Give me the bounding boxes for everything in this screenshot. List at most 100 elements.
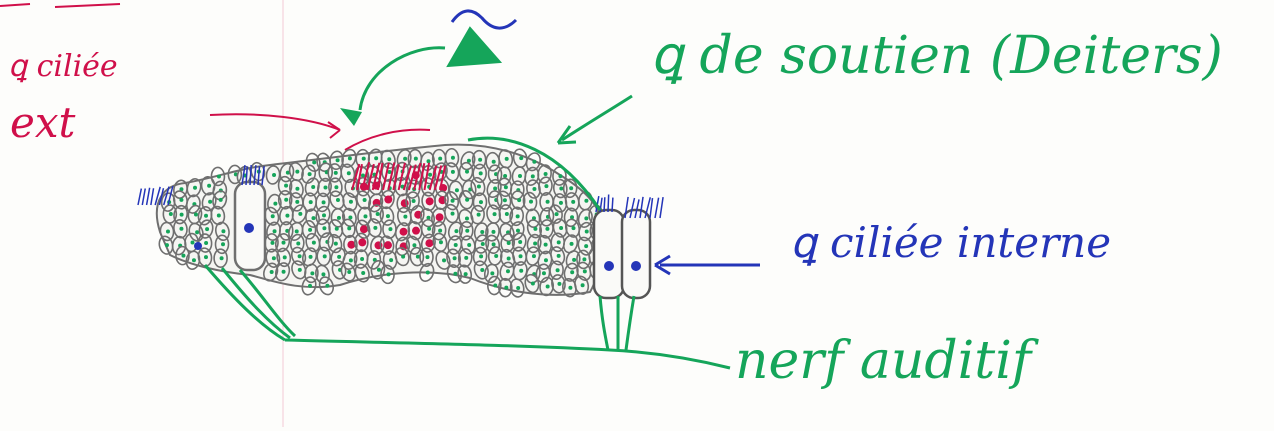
green-nucleus [412,243,416,247]
green-nucleus [428,173,432,177]
green-nucleus [349,200,353,204]
green-nucleus [546,200,550,204]
green-nucleus [334,242,338,246]
green-nucleus [273,229,277,233]
green-nucleus [544,258,548,262]
red-nucleus [384,241,392,249]
green-nucleus [504,286,508,290]
green-nucleus [559,226,563,230]
green-nucleus [584,216,588,220]
green-nucleus [544,172,548,176]
green-nucleus [467,243,471,247]
green-nucleus [465,216,469,220]
green-nucleus [544,184,548,188]
green-nucleus [373,226,377,230]
red-nucleus [360,225,368,233]
green-nucleus [295,200,299,204]
green-nucleus [387,272,391,276]
green-nucleus [492,242,496,246]
cilium [147,188,150,205]
green-nucleus [179,227,183,231]
green-nucleus [296,242,300,246]
green-nucleus [401,255,405,259]
red-nucleus [384,196,392,204]
green-nucleus [205,227,209,231]
green-nucleus [569,186,573,190]
red-nucleus [426,197,434,205]
green-nucleus [477,185,481,189]
green-nucleus [464,272,468,276]
green-nucleus [557,254,561,258]
green-nucleus [492,160,496,164]
green-nucleus [533,242,537,246]
green-nucleus [309,255,313,259]
green-nucleus [451,156,455,160]
green-nucleus [465,170,469,174]
deiters-pointer [562,96,632,140]
inner-nucleus-2 [631,261,641,271]
green-nucleus [414,157,418,161]
green-nucleus [220,256,224,260]
green-nucleus [479,254,483,258]
green-nucleus [477,213,481,217]
green-nucleus [478,158,482,162]
cilium [142,189,145,205]
green-nucleus [283,255,287,259]
green-nucleus [585,230,589,234]
red-nucleus [412,227,420,235]
green-nucleus [387,157,391,161]
green-nucleus [438,157,442,161]
green-nucleus [519,254,523,258]
green-nucleus [295,187,299,191]
green-nucleus [221,242,225,246]
green-nucleus [453,272,457,276]
green-nucleus [507,241,511,245]
green-nucleus [559,187,563,191]
green-nucleus [321,272,325,276]
green-nucleus [544,243,548,247]
green-nucleus [503,198,507,202]
green-nucleus [479,200,483,204]
green-nucleus [334,171,338,175]
deiters-cell-label: ꝗ de soutien (Deiters) [650,30,1223,82]
green-nucleus [532,187,536,191]
green-nucleus [559,201,563,205]
red-nucleus [358,238,366,246]
green-nucleus [531,174,535,178]
green-nucleus [494,254,498,258]
green-nucleus [439,240,443,244]
green-nucleus [493,212,497,216]
green-nucleus [336,198,340,202]
green-nucleus [568,286,572,290]
green-nucleus [322,200,326,204]
green-nucleus [480,230,484,234]
cell-pattern [157,148,607,298]
green-nucleus [311,185,315,189]
green-nucleus [284,184,288,188]
green-nucleus [361,173,365,177]
green-nucleus [308,172,312,176]
green-nucleus [464,256,468,260]
green-nucleus [545,227,549,231]
nerve-fiber-inner-3 [626,296,634,350]
green-nucleus [312,160,316,164]
green-nucleus [323,254,327,258]
nerve-fiber-inner-1 [600,296,608,350]
green-nucleus [557,240,561,244]
green-nucleus [217,174,221,178]
green-nucleus [180,213,184,217]
green-nucleus [570,242,574,246]
green-nucleus [427,159,431,163]
cilium [655,198,659,218]
green-nucleus [337,216,341,220]
green-nucleus [298,254,302,258]
green-nucleus [272,256,276,260]
green-nucleus [219,198,223,202]
outer-cell-nucleus [194,242,202,250]
green-nucleus [454,243,458,247]
top-scribble-left [0,4,30,6]
cone-icon [448,28,500,66]
green-nucleus [204,241,208,245]
green-nucleus [309,200,313,204]
